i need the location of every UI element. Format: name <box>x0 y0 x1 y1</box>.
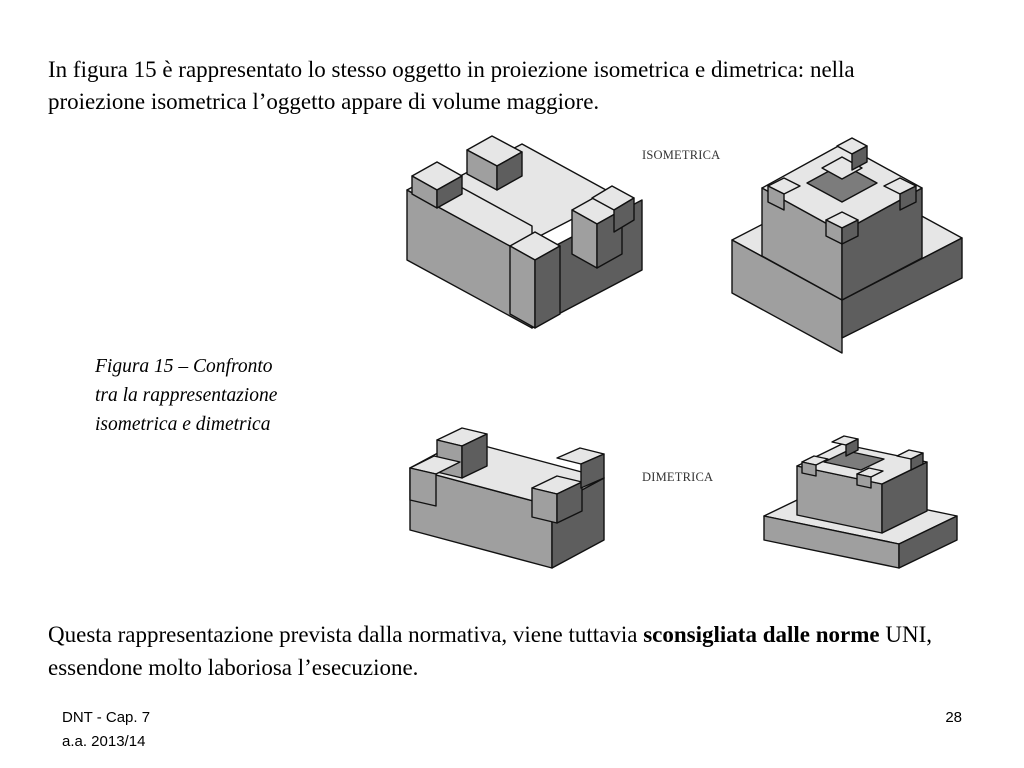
figure-caption: Figura 15 – Confronto tra la rappresenta… <box>95 352 355 439</box>
dimetric-label: DIMETRICA <box>642 470 714 484</box>
isometric-u-block <box>406 135 643 329</box>
isometric-cross-block <box>731 137 963 354</box>
page-number: 28 <box>945 709 962 726</box>
closing-text-2: UNI, essendone molto laboriosa l’esecuzi… <box>48 622 932 680</box>
intro-paragraph: In figura 15 è rappresentato lo stesso o… <box>48 57 855 114</box>
caption-line-3: isometrica e dimetrica <box>95 414 271 435</box>
footer-course: DNT - Cap. 7 <box>62 709 151 726</box>
footer-course-info: DNT - Cap. 7 a.a. 2013/14 <box>62 706 150 754</box>
caption-line-2: tra la rappresentazione <box>95 385 278 406</box>
figure-15-drawings: .top { fill:#e6e6e6; stroke:#111; stroke… <box>406 135 963 569</box>
footer-year: a.a. 2013/14 <box>62 733 146 750</box>
dimetric-cross-block <box>763 435 958 569</box>
isometric-label: ISOMETRICA <box>642 148 721 162</box>
closing-emphasis: sconsigliata dalle norme <box>643 622 880 647</box>
closing-paragraph: Questa rappresentazione prevista dalla n… <box>48 618 978 684</box>
dimetric-u-block <box>409 427 605 569</box>
figure-15: .top { fill:#e6e6e6; stroke:#111; stroke… <box>392 128 992 573</box>
closing-text-1: Questa rappresentazione prevista dalla n… <box>48 622 644 647</box>
caption-line-1: Figura 15 – Confronto <box>95 356 273 377</box>
